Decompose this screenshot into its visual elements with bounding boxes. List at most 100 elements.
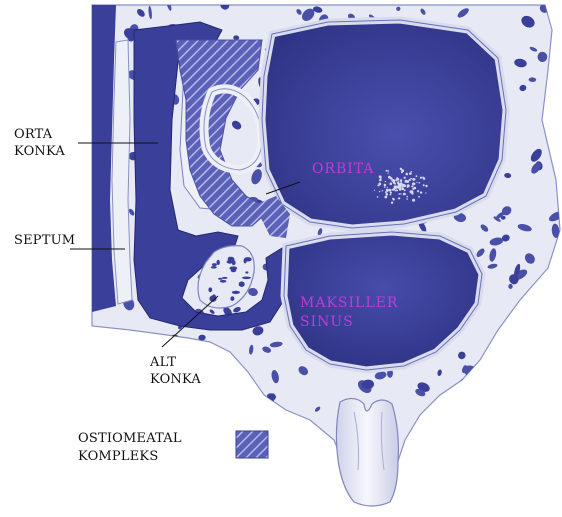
stipple-dot bbox=[419, 182, 421, 184]
stipple-dot bbox=[405, 193, 407, 195]
bone-pore bbox=[538, 455, 552, 472]
stipple-dot bbox=[384, 187, 385, 188]
stipple-dot bbox=[386, 193, 389, 196]
label-alt: ALT bbox=[150, 354, 201, 371]
bone-pore bbox=[115, 367, 126, 377]
stipple-dot bbox=[399, 193, 401, 195]
turbinate-pore bbox=[245, 271, 248, 273]
turbinate-pore bbox=[232, 291, 240, 294]
stipple-dot bbox=[425, 185, 427, 187]
bone-pore bbox=[502, 360, 508, 365]
bone-pore bbox=[546, 370, 562, 380]
stipple-dot bbox=[397, 178, 399, 180]
label-alt-konka: ALT KONKA bbox=[150, 354, 201, 388]
label-konka-2: KONKA bbox=[150, 371, 201, 388]
bone-pore bbox=[303, 430, 311, 437]
stipple-dot bbox=[409, 179, 411, 181]
label-orta-konka: ORTA KONKA bbox=[14, 126, 65, 160]
bone-pore bbox=[399, 456, 406, 463]
stipple-dot bbox=[382, 190, 383, 191]
turbinate-pore bbox=[218, 278, 222, 280]
stipple-dot bbox=[425, 192, 426, 193]
bone-pore bbox=[405, 460, 412, 469]
stipple-dot bbox=[404, 177, 406, 179]
stipple-dot bbox=[420, 177, 422, 179]
stipple-dot bbox=[385, 191, 387, 193]
bone-pore bbox=[203, 400, 210, 407]
turbinate-pore bbox=[230, 296, 234, 301]
bone-pore bbox=[328, 490, 334, 497]
stipple-dot bbox=[390, 192, 392, 194]
stipple-dot bbox=[387, 170, 389, 172]
bone-pore bbox=[143, 394, 158, 400]
bone-pore bbox=[492, 403, 497, 406]
bone-pore bbox=[227, 469, 236, 481]
stipple-dot bbox=[411, 185, 413, 187]
bone-pore bbox=[273, 412, 280, 419]
stipple-dot bbox=[412, 188, 414, 190]
stipple-dot bbox=[399, 188, 401, 190]
turbinate-pore bbox=[211, 266, 217, 269]
turbinate-pore bbox=[229, 266, 237, 270]
bone-pore bbox=[130, 384, 146, 397]
stipple-dot bbox=[388, 189, 391, 192]
bone-pore bbox=[495, 408, 505, 418]
stipple-dot bbox=[402, 188, 404, 190]
bone-pore bbox=[243, 460, 252, 470]
stipple-dot bbox=[418, 196, 420, 198]
bone-pore bbox=[157, 481, 164, 491]
bone-pore bbox=[224, 469, 234, 482]
stipple-dot bbox=[379, 179, 382, 182]
stipple-dot bbox=[410, 178, 412, 180]
stipple-dot bbox=[423, 177, 426, 180]
stipple-dot bbox=[401, 183, 403, 185]
stipple-dot bbox=[406, 173, 408, 175]
bone-pore bbox=[538, 393, 551, 408]
stipple-dot bbox=[387, 187, 388, 188]
bone-pore bbox=[450, 456, 461, 465]
turbinate-pore bbox=[242, 277, 251, 280]
bone-pore bbox=[483, 371, 494, 382]
stipple-dot bbox=[407, 184, 410, 187]
stipple-dot bbox=[379, 191, 380, 192]
turbinate-pore bbox=[244, 258, 247, 263]
stipple-dot bbox=[410, 190, 413, 193]
bone-pore bbox=[498, 333, 513, 349]
bone-pore bbox=[296, 475, 303, 482]
bone-pore bbox=[319, 450, 332, 458]
stipple-dot bbox=[409, 173, 410, 174]
legend-line-2: KOMPLEKS bbox=[78, 448, 182, 466]
stipple-dot bbox=[400, 168, 402, 170]
stipple-dot bbox=[391, 202, 393, 204]
stipple-dot bbox=[387, 191, 388, 192]
stipple-dot bbox=[377, 196, 379, 198]
bone-pore bbox=[524, 377, 534, 388]
stipple-dot bbox=[412, 199, 415, 202]
stipple-dot bbox=[384, 184, 387, 187]
turbinate-pore bbox=[239, 281, 245, 287]
stipple-dot bbox=[398, 183, 399, 184]
stipple-dot bbox=[400, 180, 401, 181]
stipple-dot bbox=[417, 190, 419, 192]
bone-pore bbox=[513, 397, 520, 405]
stipple-dot bbox=[412, 178, 415, 181]
stipple-dot bbox=[384, 196, 387, 199]
bone-pore bbox=[547, 3, 553, 11]
stipple-dot bbox=[390, 183, 393, 186]
stipple-dot bbox=[386, 170, 388, 172]
stipple-dot bbox=[380, 177, 382, 179]
bone-pore bbox=[205, 387, 214, 396]
label-orbita: ORBITA bbox=[312, 160, 375, 179]
stipple-dot bbox=[379, 184, 381, 186]
label-maksiller: MAKSILLER bbox=[300, 294, 398, 313]
label-septum: SEPTUM bbox=[14, 232, 75, 249]
legend-hatch-swatch bbox=[236, 431, 268, 458]
stipple-dot bbox=[396, 189, 398, 191]
bone-pore bbox=[546, 310, 554, 316]
stipple-dot bbox=[403, 184, 406, 187]
stipple-dot bbox=[416, 175, 418, 177]
turbinate-pore bbox=[232, 260, 236, 265]
stipple-dot bbox=[416, 182, 417, 183]
stipple-dot bbox=[388, 176, 391, 179]
